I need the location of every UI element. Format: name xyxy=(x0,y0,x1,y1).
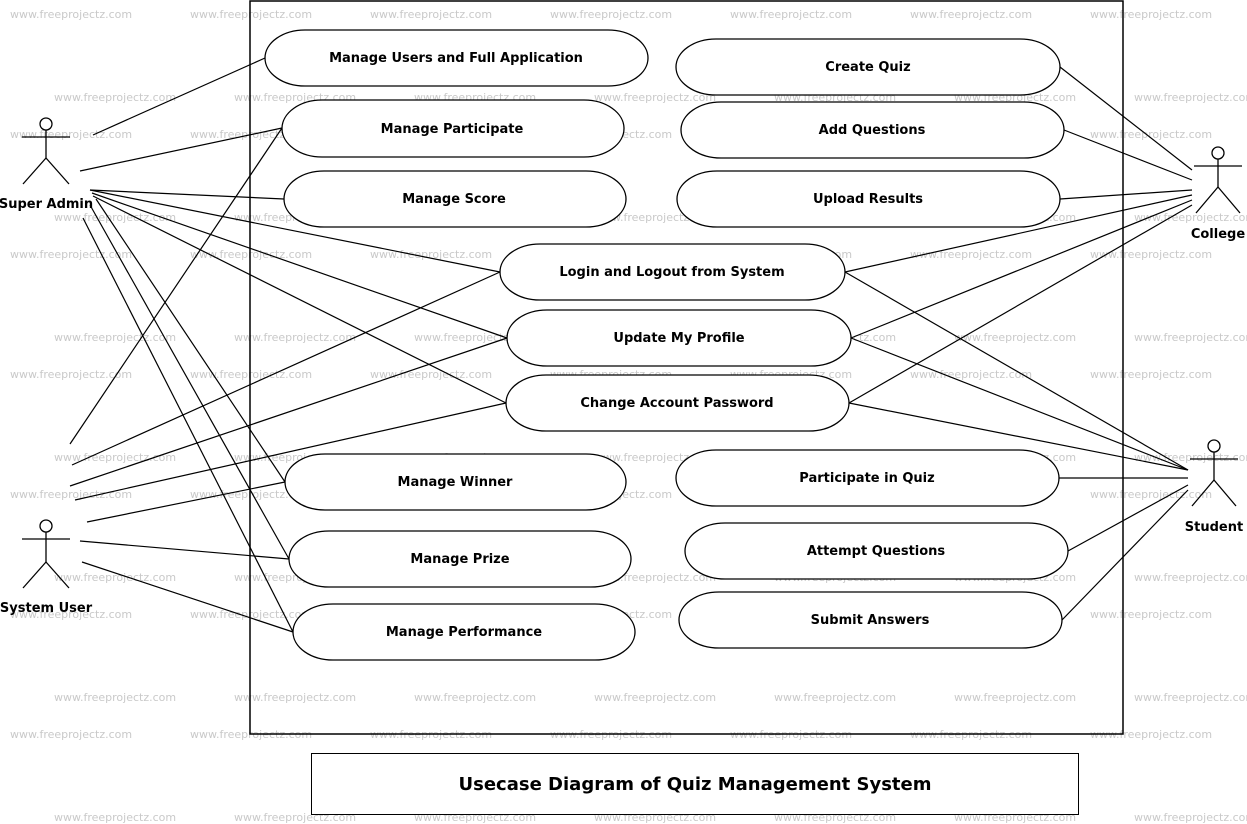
assoc-college-login xyxy=(844,194,1193,273)
assoc-superadmin-login xyxy=(89,189,501,273)
use-cases: Manage Users and Full Application Manage… xyxy=(264,29,1069,661)
assoc-systemuser-manage-performance xyxy=(81,561,294,633)
use-case-label: Manage Participate xyxy=(381,122,524,137)
assoc-systemuser-manage-prize xyxy=(79,540,290,560)
use-case-participate-quiz: Participate in Quiz xyxy=(675,449,1060,507)
assoc-systemuser-update-profile xyxy=(69,337,508,487)
use-case-label: Change Account Password xyxy=(580,396,773,411)
assoc-superadmin-manage-prize xyxy=(89,204,290,560)
actor-system-user: System User xyxy=(0,519,93,616)
use-case-update-profile: Update My Profile xyxy=(506,309,852,367)
assoc-college-add-questions xyxy=(1063,129,1193,181)
use-case-label: Attempt Questions xyxy=(807,544,946,559)
system-boundary xyxy=(249,0,1124,735)
actor-super-admin: Super Admin xyxy=(0,117,93,212)
assoc-student-update-profile xyxy=(850,337,1189,471)
assoc-college-update-profile xyxy=(850,199,1193,339)
use-case-manage-score: Manage Score xyxy=(283,170,627,228)
use-case-label: Manage Score xyxy=(402,192,506,207)
use-case-manage-prize: Manage Prize xyxy=(288,530,632,588)
associations xyxy=(69,57,1193,633)
assoc-systemuser-login xyxy=(71,271,501,466)
diagram-title: Usecase Diagram of Quiz Management Syste… xyxy=(458,773,932,795)
use-case-manage-users: Manage Users and Full Application xyxy=(264,29,649,87)
use-case-create-quiz: Create Quiz xyxy=(675,38,1061,96)
use-case-manage-participate: Manage Participate xyxy=(281,99,625,158)
use-case-label: Participate in Quiz xyxy=(799,471,934,486)
use-case-upload-results: Upload Results xyxy=(676,170,1061,228)
assoc-student-login xyxy=(844,271,1189,471)
assoc-student-submit-answers xyxy=(1061,489,1189,621)
assoc-systemuser-manage-participate xyxy=(69,127,283,445)
assoc-superadmin-manage-winner xyxy=(95,198,286,483)
use-case-change-password: Change Account Password xyxy=(505,374,850,432)
assoc-superadmin-manage-performance xyxy=(82,217,294,633)
use-case-label: Manage Prize xyxy=(410,552,509,567)
assoc-systemuser-manage-winner xyxy=(86,481,286,523)
use-case-label: Update My Profile xyxy=(613,331,744,346)
assoc-systemuser-change-password xyxy=(74,402,507,501)
assoc-college-create-quiz xyxy=(1059,66,1193,171)
actor-label: College xyxy=(1191,227,1246,242)
use-case-label: Manage Winner xyxy=(398,475,514,490)
assoc-college-change-password xyxy=(848,204,1193,404)
assoc-college-upload-results xyxy=(1059,189,1193,200)
assoc-superadmin-manage-participate xyxy=(79,127,283,172)
use-case-login-logout: Login and Logout from System xyxy=(499,243,846,301)
actor-label: Super Admin xyxy=(0,197,93,212)
actor-college: College xyxy=(1191,146,1246,242)
actor-student: Student xyxy=(1185,439,1243,535)
assoc-superadmin-manage-users xyxy=(92,57,266,136)
use-case-manage-winner: Manage Winner xyxy=(284,453,627,511)
use-case-label: Manage Users and Full Application xyxy=(329,51,583,66)
assoc-superadmin-update-profile xyxy=(91,192,508,339)
assoc-student-attempt-questions xyxy=(1067,484,1189,552)
use-case-label: Login and Logout from System xyxy=(559,265,784,280)
actor-label: System User xyxy=(0,601,93,616)
assoc-superadmin-change-password xyxy=(92,195,507,404)
use-case-label: Upload Results xyxy=(813,192,923,207)
assoc-superadmin-manage-score xyxy=(89,189,285,200)
use-case-manage-performance: Manage Performance xyxy=(292,603,636,661)
diagram-caption-box: Usecase Diagram of Quiz Management Syste… xyxy=(311,753,1079,815)
use-case-attempt-questions: Attempt Questions xyxy=(684,522,1069,580)
actor-label: Student xyxy=(1185,520,1243,535)
use-case-add-questions: Add Questions xyxy=(680,101,1065,159)
use-case-submit-answers: Submit Answers xyxy=(678,591,1063,649)
use-case-label: Submit Answers xyxy=(811,613,930,628)
use-case-label: Create Quiz xyxy=(825,60,910,75)
assoc-student-change-password xyxy=(848,402,1189,471)
use-case-label: Manage Performance xyxy=(386,625,542,640)
use-case-label: Add Questions xyxy=(819,123,926,138)
